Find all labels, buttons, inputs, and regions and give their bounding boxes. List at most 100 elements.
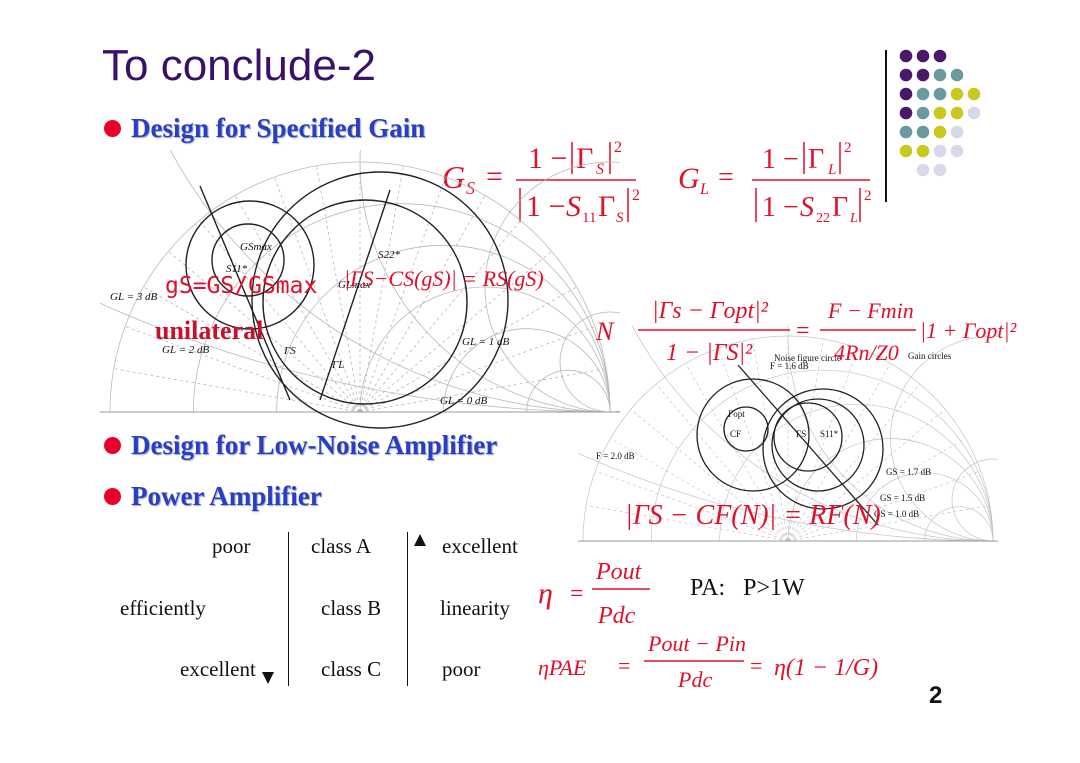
eq-rhs-den: 4Rn/Z0 xyxy=(834,340,899,365)
decor-dot xyxy=(916,125,930,139)
decor-dot xyxy=(933,68,947,82)
row-a-left: poor xyxy=(212,534,251,558)
decor-dot xyxy=(950,68,964,82)
decor-dot xyxy=(933,49,947,63)
decor-dot xyxy=(967,106,981,120)
gain-smith-chart: GSmax S11* S22* GLmax ΓS ΓL GL = 3 dB GL… xyxy=(100,150,620,429)
label-gamma-l: ΓL xyxy=(331,359,344,371)
label-gamma-s: ΓS xyxy=(283,345,296,357)
overlay-unilateral: unilateral xyxy=(155,316,264,345)
decor-dot xyxy=(916,163,930,177)
svg-text:=: = xyxy=(750,653,762,678)
row-c-left: excellent xyxy=(180,657,256,681)
label-noise-figure-circle: Noise figure circle xyxy=(774,353,841,363)
svg-text:=: = xyxy=(570,581,584,607)
gl-0db-circle xyxy=(251,171,509,429)
label-gs-10db: GS = 1.0 dB xyxy=(874,509,919,519)
gl-1db-circle xyxy=(262,199,468,405)
decor-dot xyxy=(933,87,947,101)
noise-circle-equation: |ΓS − CF(N)| = RF(N) xyxy=(625,500,881,531)
bullet-specified-gain: Design for Specified Gain xyxy=(104,113,425,144)
row-b-left: efficiently xyxy=(120,596,206,620)
decor-dot xyxy=(916,68,930,82)
svg-text:S: S xyxy=(566,190,581,223)
arrow-down-icon xyxy=(262,672,274,684)
eq-frac-den: 1 − |ΓS|² xyxy=(666,340,753,366)
svg-text:2: 2 xyxy=(632,187,640,204)
decor-dot xyxy=(933,125,947,139)
svg-text:=: = xyxy=(486,160,503,193)
svg-text:L: L xyxy=(827,162,836,178)
pae-num: Pout − Pin xyxy=(647,631,746,656)
label-f-16db: F = 1.6 dB xyxy=(770,361,809,371)
arrow-up-icon xyxy=(414,534,426,546)
eq-lhs: N xyxy=(595,317,615,346)
label-s11-conj: S11* xyxy=(226,263,248,275)
row-b-class: class B xyxy=(321,596,382,620)
svg-text:=: = xyxy=(618,653,630,678)
svg-text:2: 2 xyxy=(614,139,622,156)
decor-dot xyxy=(899,106,913,120)
label-gl-2db: GL = 2 dB xyxy=(162,344,210,356)
decor-dot xyxy=(950,106,964,120)
decor-dot xyxy=(950,144,964,158)
gs-max-circle xyxy=(211,223,285,297)
bullet-label: Design for Specified Gain xyxy=(131,113,426,143)
decor-dot xyxy=(916,49,930,63)
decor-dot xyxy=(916,106,930,120)
eq-rhs-tail: |1 + Γopt|² xyxy=(920,318,1017,343)
noise-figure-circle xyxy=(696,378,810,492)
label-s11-conj-noise: S11* xyxy=(820,429,839,439)
svg-text:2: 2 xyxy=(864,188,872,204)
svg-text:11: 11 xyxy=(582,210,596,226)
bullet-dot xyxy=(104,488,121,505)
gain-circle-equation: |ΓS−CS(gS)| = RS(gS) xyxy=(344,266,544,291)
svg-text:=: = xyxy=(796,318,810,344)
row-a-class: class A xyxy=(311,534,372,558)
bullet-dot xyxy=(104,437,121,454)
decor-dot xyxy=(933,163,947,177)
svg-text:L: L xyxy=(849,211,858,226)
svg-text:G: G xyxy=(678,162,700,195)
svg-text:1 −: 1 − xyxy=(762,144,799,175)
power-class-table: poor efficiently excellent class A class… xyxy=(100,530,530,690)
pout: Pout xyxy=(595,559,643,585)
pae-den: Pdc xyxy=(677,667,712,692)
row-a-right: excellent xyxy=(442,534,518,558)
svg-text:G: G xyxy=(442,159,465,195)
svg-text:S: S xyxy=(596,161,604,178)
svg-text:=: = xyxy=(718,162,734,193)
svg-text:2: 2 xyxy=(844,140,852,156)
decor-dot xyxy=(899,144,913,158)
noise-figure-equation: N |Γs − Γopt|² 1 − |ΓS|² = F − Fmin 4Rn/… xyxy=(595,298,1017,366)
separator-right xyxy=(407,532,408,686)
label-gamma-s-noise: ΓS xyxy=(796,429,806,439)
bullet-label: Design for Low-Noise Amplifier xyxy=(131,430,498,460)
svg-text:1 −: 1 − xyxy=(528,142,567,175)
svg-text:Γ: Γ xyxy=(576,142,593,175)
decor-dot xyxy=(899,87,913,101)
decor-dot xyxy=(899,68,913,82)
label-gs-15db: GS = 1.5 dB xyxy=(880,493,925,503)
gain-circle xyxy=(771,398,865,492)
svg-text:Γ: Γ xyxy=(598,190,615,223)
decor-dot xyxy=(916,144,930,158)
eta-pae: ηPAE xyxy=(538,655,587,680)
eq-rhs-num: F − Fmin xyxy=(827,298,914,323)
row-c-class: class C xyxy=(321,657,382,681)
slide-title: To conclude-2 xyxy=(102,41,376,90)
svg-text:L: L xyxy=(699,181,709,198)
decor-dot xyxy=(967,87,981,101)
row-b-right: linearity xyxy=(440,596,510,620)
label-cf: CF xyxy=(730,429,741,439)
page-number: 2 xyxy=(929,682,943,709)
pdc: Pdc xyxy=(597,603,636,629)
row-c-right: poor xyxy=(442,657,481,681)
decorative-dot-grid xyxy=(885,49,981,202)
label-s22-conj: S22* xyxy=(378,249,401,261)
bullet-low-noise: Design for Low-Noise Amplifier xyxy=(104,430,497,461)
noise-smith-chart: Noise figure circle Gain circles F = 1.6… xyxy=(578,325,998,542)
svg-text:Γ: Γ xyxy=(808,144,824,175)
label-gain-circles: Gain circles xyxy=(908,351,952,361)
